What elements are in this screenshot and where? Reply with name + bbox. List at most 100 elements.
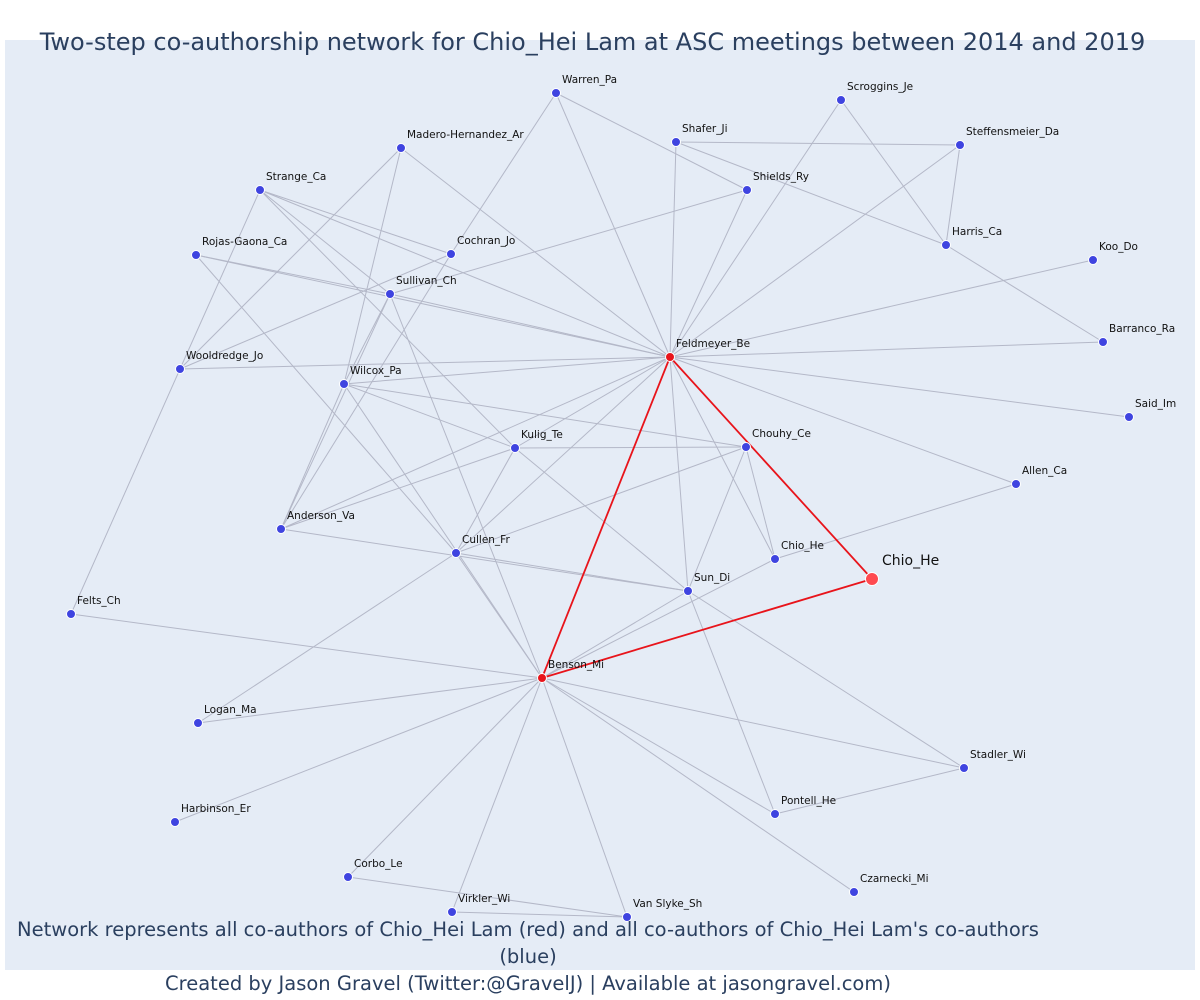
- edge-feldmeyer-be-cullen-fr: [455, 356, 671, 554]
- edge-feldmeyer-be-wilcox-pa: [343, 356, 671, 385]
- node-label-anderson-va: Anderson_Va: [287, 510, 355, 522]
- edge-feldmeyer-be-strange-ca: [259, 189, 671, 358]
- edge-feldmeyer-be-sullivan-ch: [389, 293, 671, 358]
- edge-wilcox-pa-benson-mi: [343, 383, 543, 679]
- node-label-wooldredge-jo: Wooldredge_Jo: [186, 350, 263, 362]
- node-shafer-ji[interactable]: [671, 137, 681, 147]
- node-label-said-im: Said_Im: [1135, 398, 1176, 410]
- edges-layer: [70, 92, 1130, 918]
- node-shields-ry[interactable]: [742, 185, 752, 195]
- node-label-warren-pa: Warren_Pa: [562, 74, 617, 86]
- node-cochran-jo[interactable]: [446, 249, 456, 259]
- edge-benson-mi-stadler-wi: [541, 677, 965, 769]
- node-van-slyke-sh[interactable]: [622, 912, 632, 922]
- node-chio-he[interactable]: [770, 554, 780, 564]
- node-warren-pa[interactable]: [551, 88, 561, 98]
- node-label-steffensmeier-da: Steffensmeier_Da: [966, 126, 1059, 138]
- highlight-edge-focal-feldmeyer-be: [669, 356, 873, 580]
- edge-chio-he-benson-mi: [541, 558, 776, 679]
- edge-feldmeyer-be-steffensmeier-da: [669, 144, 961, 358]
- node-czarnecki-mi[interactable]: [849, 887, 859, 897]
- focal-node[interactable]: [865, 572, 879, 586]
- edge-feldmeyer-be-sun-di: [669, 356, 689, 592]
- edge-wilcox-pa-anderson-va: [280, 383, 345, 530]
- node-felts-ch[interactable]: [66, 609, 76, 619]
- edge-shields-ry-sullivan-ch: [389, 189, 748, 295]
- node-label-corbo-le: Corbo_Le: [354, 858, 403, 870]
- node-label-rojas-gaona-ca: Rojas-Gaona_Ca: [202, 236, 287, 248]
- node-label-strange-ca: Strange_Ca: [266, 171, 326, 183]
- node-benson-mi[interactable]: [537, 673, 547, 683]
- node-wooldredge-jo[interactable]: [175, 364, 185, 374]
- edge-wilcox-pa-chouhy-ce: [343, 383, 747, 448]
- node-label-van-slyke-sh: Van Slyke_Sh: [633, 898, 702, 910]
- node-chouhy-ce[interactable]: [741, 442, 751, 452]
- node-steffensmeier-da[interactable]: [955, 140, 965, 150]
- edge-cochran-jo-anderson-va: [280, 253, 452, 530]
- node-label-logan-ma: Logan_Ma: [204, 704, 257, 716]
- edge-benson-mi-corbo-le: [347, 677, 543, 878]
- edge-felts-ch-wooldredge-jo: [70, 368, 181, 615]
- node-corbo-le[interactable]: [343, 872, 353, 882]
- node-koo-do[interactable]: [1088, 255, 1098, 265]
- node-sullivan-ch[interactable]: [385, 289, 395, 299]
- edge-benson-mi-harbinson-er: [174, 677, 543, 823]
- node-label-chio-he: Chio_He: [781, 540, 824, 552]
- edge-madero-hernandez-ar-wilcox-pa: [343, 147, 402, 385]
- node-sun-di[interactable]: [683, 586, 693, 596]
- node-rojas-gaona-ca[interactable]: [191, 250, 201, 260]
- node-cullen-fr[interactable]: [451, 548, 461, 558]
- edge-feldmeyer-be-allen-ca: [669, 356, 1017, 485]
- node-label-koo-do: Koo_Do: [1099, 241, 1138, 253]
- edge-chouhy-ce-chio-he: [745, 446, 776, 560]
- node-stadler-wi[interactable]: [959, 763, 969, 773]
- node-said-im[interactable]: [1124, 412, 1134, 422]
- node-label-madero-hernandez-ar: Madero-Hernandez_Ar: [407, 129, 524, 141]
- edge-cochran-jo-wooldredge-jo: [179, 253, 452, 370]
- edge-warren-pa-shields-ry: [555, 92, 748, 191]
- node-allen-ca[interactable]: [1011, 479, 1021, 489]
- edge-cullen-fr-sun-di: [455, 552, 689, 592]
- edge-rojas-gaona-ca-cullen-fr: [195, 254, 457, 554]
- node-strange-ca[interactable]: [255, 185, 265, 195]
- edge-feldmeyer-be-said-im: [669, 356, 1130, 418]
- edge-feldmeyer-be-barranco-ra: [669, 341, 1104, 358]
- node-barranco-ra[interactable]: [1098, 337, 1108, 347]
- node-harris-ca[interactable]: [941, 240, 951, 250]
- edge-feldmeyer-be-shafer-ji: [669, 141, 677, 358]
- edge-feldmeyer-be-madero-hernandez-ar: [400, 147, 671, 358]
- node-pontell-he[interactable]: [770, 809, 780, 819]
- node-scroggins-je[interactable]: [836, 95, 846, 105]
- edge-sun-di-stadler-wi: [687, 590, 965, 769]
- edge-kulig-te-chouhy-ce: [514, 446, 747, 449]
- caption: Network represents all co-authors of Chi…: [0, 916, 1056, 997]
- node-virkler-wi[interactable]: [447, 907, 457, 917]
- node-label-wilcox-pa: Wilcox_Pa: [350, 365, 402, 377]
- node-wilcox-pa[interactable]: [339, 379, 349, 389]
- edge-wilcox-pa-kulig-te: [343, 383, 516, 449]
- node-harbinson-er[interactable]: [170, 817, 180, 827]
- node-label-virkler-wi: Virkler_Wi: [458, 893, 510, 905]
- edge-corbo-le-van-slyke-sh: [347, 876, 628, 918]
- node-label-barranco-ra: Barranco_Ra: [1109, 323, 1175, 335]
- edge-allen-ca-chio-he: [774, 483, 1017, 560]
- edge-feldmeyer-be-shields-ry: [669, 189, 748, 358]
- highlight-edge-feldmeyer-be-benson-mi: [541, 356, 671, 679]
- node-label-czarnecki-mi: Czarnecki_Mi: [860, 873, 929, 885]
- edge-steffensmeier-da-harris-ca: [945, 144, 961, 246]
- node-feldmeyer-be[interactable]: [665, 352, 675, 362]
- node-kulig-te[interactable]: [510, 443, 520, 453]
- edge-strange-ca-sullivan-ch: [259, 189, 391, 295]
- edge-scroggins-je-harris-ca: [840, 99, 947, 246]
- node-label-kulig-te: Kulig_Te: [521, 429, 563, 441]
- edge-feldmeyer-be-scroggins-je: [669, 99, 842, 358]
- node-anderson-va[interactable]: [276, 524, 286, 534]
- node-madero-hernandez-ar[interactable]: [396, 143, 406, 153]
- node-label-shafer-ji: Shafer_Ji: [682, 123, 728, 135]
- node-label-pontell-he: Pontell_He: [781, 795, 836, 807]
- node-logan-ma[interactable]: [193, 718, 203, 728]
- edge-kulig-te-anderson-va: [280, 447, 516, 530]
- caption-line-2: Created by Jason Gravel (Twitter:@Gravel…: [165, 972, 891, 995]
